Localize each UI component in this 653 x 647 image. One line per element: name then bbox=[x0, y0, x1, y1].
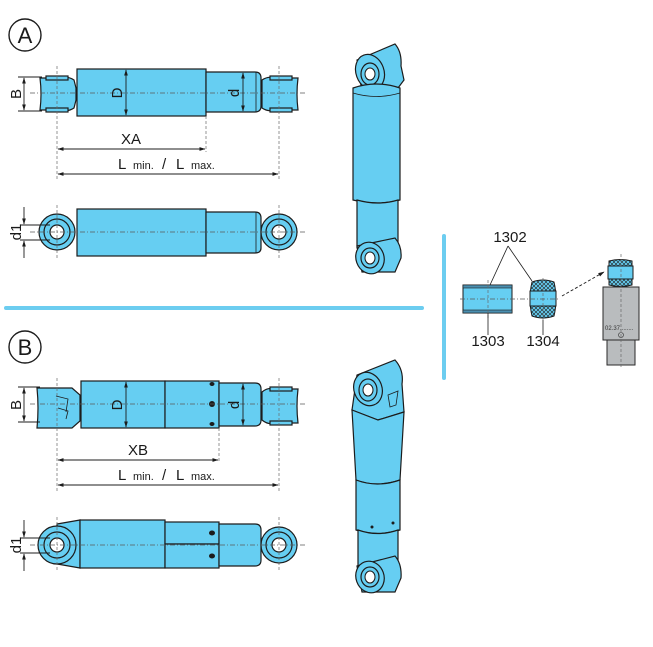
variant-b: B B D d XB bbox=[8, 330, 405, 594]
dim-d-upper-label-b: D bbox=[109, 399, 126, 410]
variant-b-eye-view: d1 bbox=[8, 517, 305, 572]
housing-section: 02.37........ bbox=[602, 254, 640, 368]
variant-b-badge: B bbox=[8, 330, 42, 364]
body-tube-b bbox=[80, 380, 166, 429]
variant-b-side-view: B D d XB L min. / L max. bbox=[8, 378, 305, 492]
bushing-label: 1304 bbox=[526, 333, 559, 350]
variant-a-eye-view: d1 bbox=[8, 205, 305, 258]
badge-a-label: A bbox=[18, 23, 33, 48]
svg-text:min.: min. bbox=[133, 160, 154, 172]
svg-text:min.: min. bbox=[133, 471, 154, 483]
bushing-detail: 1302 1303 1304 02 bbox=[460, 229, 640, 368]
svg-text:L: L bbox=[176, 156, 184, 173]
svg-text:/: / bbox=[162, 467, 167, 484]
dim-b-label-a: B bbox=[8, 89, 25, 99]
badge-b-label: B bbox=[18, 335, 33, 360]
svg-text:max.: max. bbox=[191, 471, 215, 483]
housing-marking: 02.37........ bbox=[605, 326, 634, 332]
variant-a-side-view: B D d XA L min. / L max. bbox=[8, 66, 305, 180]
body-tube-a bbox=[76, 68, 207, 117]
svg-text:max.: max. bbox=[191, 160, 215, 172]
dim-d-lower-label-b: d bbox=[226, 401, 243, 409]
install-arrow bbox=[561, 271, 605, 297]
variant-b-perspective bbox=[351, 359, 405, 594]
variant-a-badge: A bbox=[8, 18, 42, 52]
sleeve-label: 1303 bbox=[471, 333, 504, 350]
dim-length-label-b: L min. / L max. bbox=[118, 467, 215, 484]
svg-text:L: L bbox=[118, 467, 126, 484]
svg-text:L: L bbox=[118, 156, 126, 173]
dim-xb-label: XB bbox=[128, 442, 148, 459]
dim-length-label-a: L min. / L max. bbox=[118, 156, 215, 173]
bushing-1304: 1304 bbox=[526, 278, 560, 350]
dim-d1-label-a: d1 bbox=[8, 224, 25, 241]
svg-text:L: L bbox=[176, 467, 184, 484]
variant-a-perspective bbox=[352, 43, 405, 275]
svg-text:/: / bbox=[162, 156, 167, 173]
dim-d1-label-b: d1 bbox=[8, 537, 25, 554]
kit-label: 1302 bbox=[493, 229, 526, 246]
rod-cover-a bbox=[205, 71, 262, 113]
dim-d-lower-label-a: d bbox=[226, 89, 243, 97]
variant-a: A B bbox=[8, 18, 405, 275]
sleeve-1303: 1303 bbox=[462, 280, 513, 350]
dim-d-upper-label-a: D bbox=[109, 87, 126, 98]
dim-xa-label: XA bbox=[121, 131, 141, 148]
dim-b-label-b: B bbox=[8, 400, 25, 410]
